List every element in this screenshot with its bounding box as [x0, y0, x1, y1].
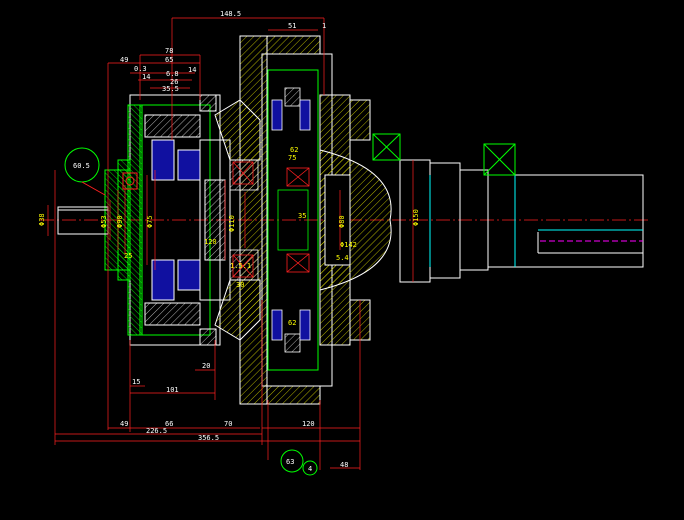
balloon-4: 4 — [308, 465, 312, 473]
dim-14-a: 14 — [142, 73, 150, 81]
dim-26: 26 — [170, 78, 178, 86]
dim-356-5: 356.5 — [198, 434, 219, 442]
balloon-60-5: 60.5 — [73, 162, 90, 170]
label-5-4: 5.4 — [336, 254, 349, 262]
dim-51: 51 — [288, 22, 296, 30]
internal-labels: Φ38 Φ53 Φ90 Φ75 Φ110 Φ150 Φ80 35 62 62 7… — [38, 146, 420, 327]
dim-35-5: 35.5 — [162, 85, 179, 93]
label-phi142: Φ142 — [340, 241, 357, 249]
output-shaft — [399, 159, 644, 283]
dim-1: 1 — [322, 22, 326, 30]
label-phi110: Φ110 — [228, 215, 236, 232]
label-phi150: Φ150 — [412, 209, 420, 226]
dim-65: 65 — [165, 56, 173, 64]
label-phi90: Φ90 — [116, 215, 124, 228]
dim-49-b: 49 — [120, 420, 128, 428]
dim-101: 101 — [166, 386, 179, 394]
balloon-labels: 60.5 63 4 — [73, 162, 312, 473]
label-75: 75 — [288, 154, 296, 162]
dim-49: 49 — [120, 56, 128, 64]
input-cover — [104, 159, 138, 281]
shaft-key-right — [483, 143, 516, 176]
dim-120: 120 — [302, 420, 315, 428]
dim-48: 48 — [340, 461, 348, 469]
label-phi53: Φ53 — [100, 215, 108, 228]
dim-14-b: 14 — [188, 66, 196, 74]
label-phi38: Φ38 — [38, 213, 46, 226]
dim-20: 20 — [202, 362, 210, 370]
dim-226-5: 226.5 — [146, 427, 167, 435]
label-120: 120 — [204, 238, 217, 246]
dim-15: 15 — [132, 378, 140, 386]
bearings-right — [229, 87, 311, 353]
top-dimension-labels: 148.5 51 1 78 49 65 0.3 6.8 14 14 26 35.… — [120, 10, 326, 93]
dim-78: 78 — [165, 47, 173, 55]
label-ratio: 1.5:1 — [230, 262, 251, 270]
bottom-dimension-labels: 15 101 20 49 66 70 120 226.5 356.5 48 — [120, 362, 348, 469]
label-30: 30 — [236, 281, 244, 289]
main-housing — [239, 35, 392, 405]
dim-0-3: 0.3 — [134, 65, 147, 73]
balloon-63: 63 — [286, 458, 294, 466]
dim-148-5: 148.5 — [220, 10, 241, 18]
label-phi75: Φ75 — [146, 215, 154, 228]
dim-6-8: 6.8 — [166, 70, 179, 78]
label-25: 25 — [124, 252, 132, 260]
label-62-b: 62 — [288, 319, 296, 327]
gear-symbols — [232, 161, 310, 278]
label-35: 35 — [298, 212, 306, 220]
dimension-lines — [47, 17, 414, 470]
label-62-a: 62 — [290, 146, 298, 154]
label-phi80: Φ80 — [338, 215, 346, 228]
shaft-key-left — [372, 133, 401, 161]
dim-66: 66 — [165, 420, 173, 428]
dim-70: 70 — [224, 420, 232, 428]
balloons — [64, 147, 318, 476]
